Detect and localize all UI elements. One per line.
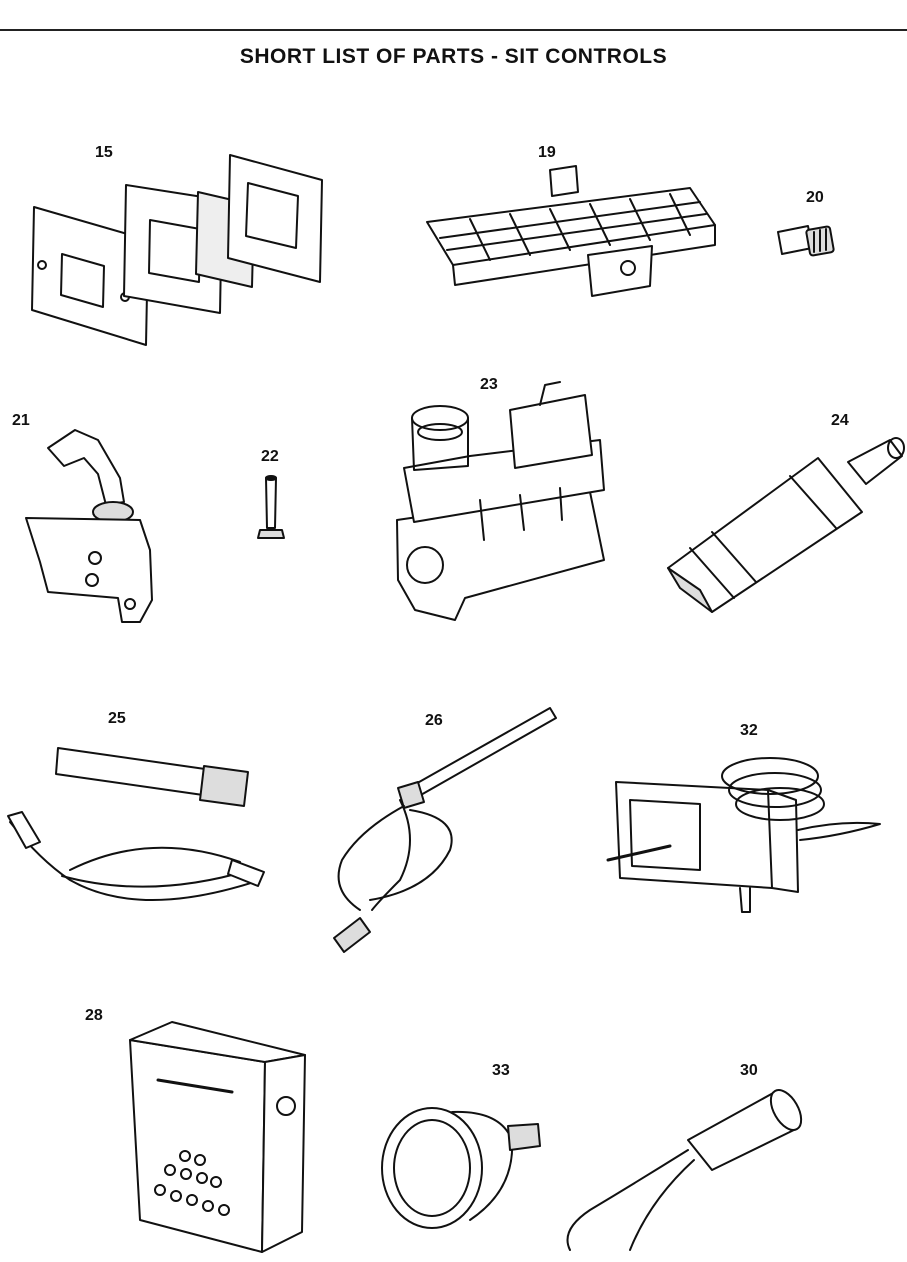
ignition-lead-icon [8, 748, 264, 900]
thermocouple-icon [334, 708, 556, 952]
piezo-igniter-icon [668, 438, 904, 612]
part-number-19: 19 [538, 144, 556, 161]
pilot-injector-icon [258, 476, 284, 538]
pilot-assembly-icon [26, 430, 152, 622]
part-number-33: 33 [492, 1062, 510, 1079]
thermostat-icon [608, 758, 880, 912]
part-number-21: 21 [12, 412, 30, 429]
control-knob-icon [382, 1108, 540, 1228]
part-number-24: 24 [831, 412, 849, 429]
top-rule [0, 29, 907, 31]
part-number-26: 26 [425, 712, 443, 729]
part-number-22: 22 [261, 448, 279, 465]
part-number-32: 32 [740, 722, 758, 739]
sensor-probe-icon [568, 1085, 808, 1250]
part-number-15: 15 [95, 144, 113, 161]
gasket-plates-icon [32, 155, 322, 345]
part-number-23: 23 [480, 376, 498, 393]
control-box-icon [130, 1022, 305, 1252]
injector-icon [778, 226, 834, 256]
burner-grid-icon [427, 166, 715, 296]
part-number-25: 25 [108, 710, 126, 727]
part-number-30: 30 [740, 1062, 758, 1079]
part-number-20: 20 [806, 189, 824, 206]
part-number-28: 28 [85, 1007, 103, 1024]
gas-valve-icon [397, 382, 604, 620]
page-title: SHORT LIST OF PARTS - SIT CONTROLS [239, 45, 668, 68]
